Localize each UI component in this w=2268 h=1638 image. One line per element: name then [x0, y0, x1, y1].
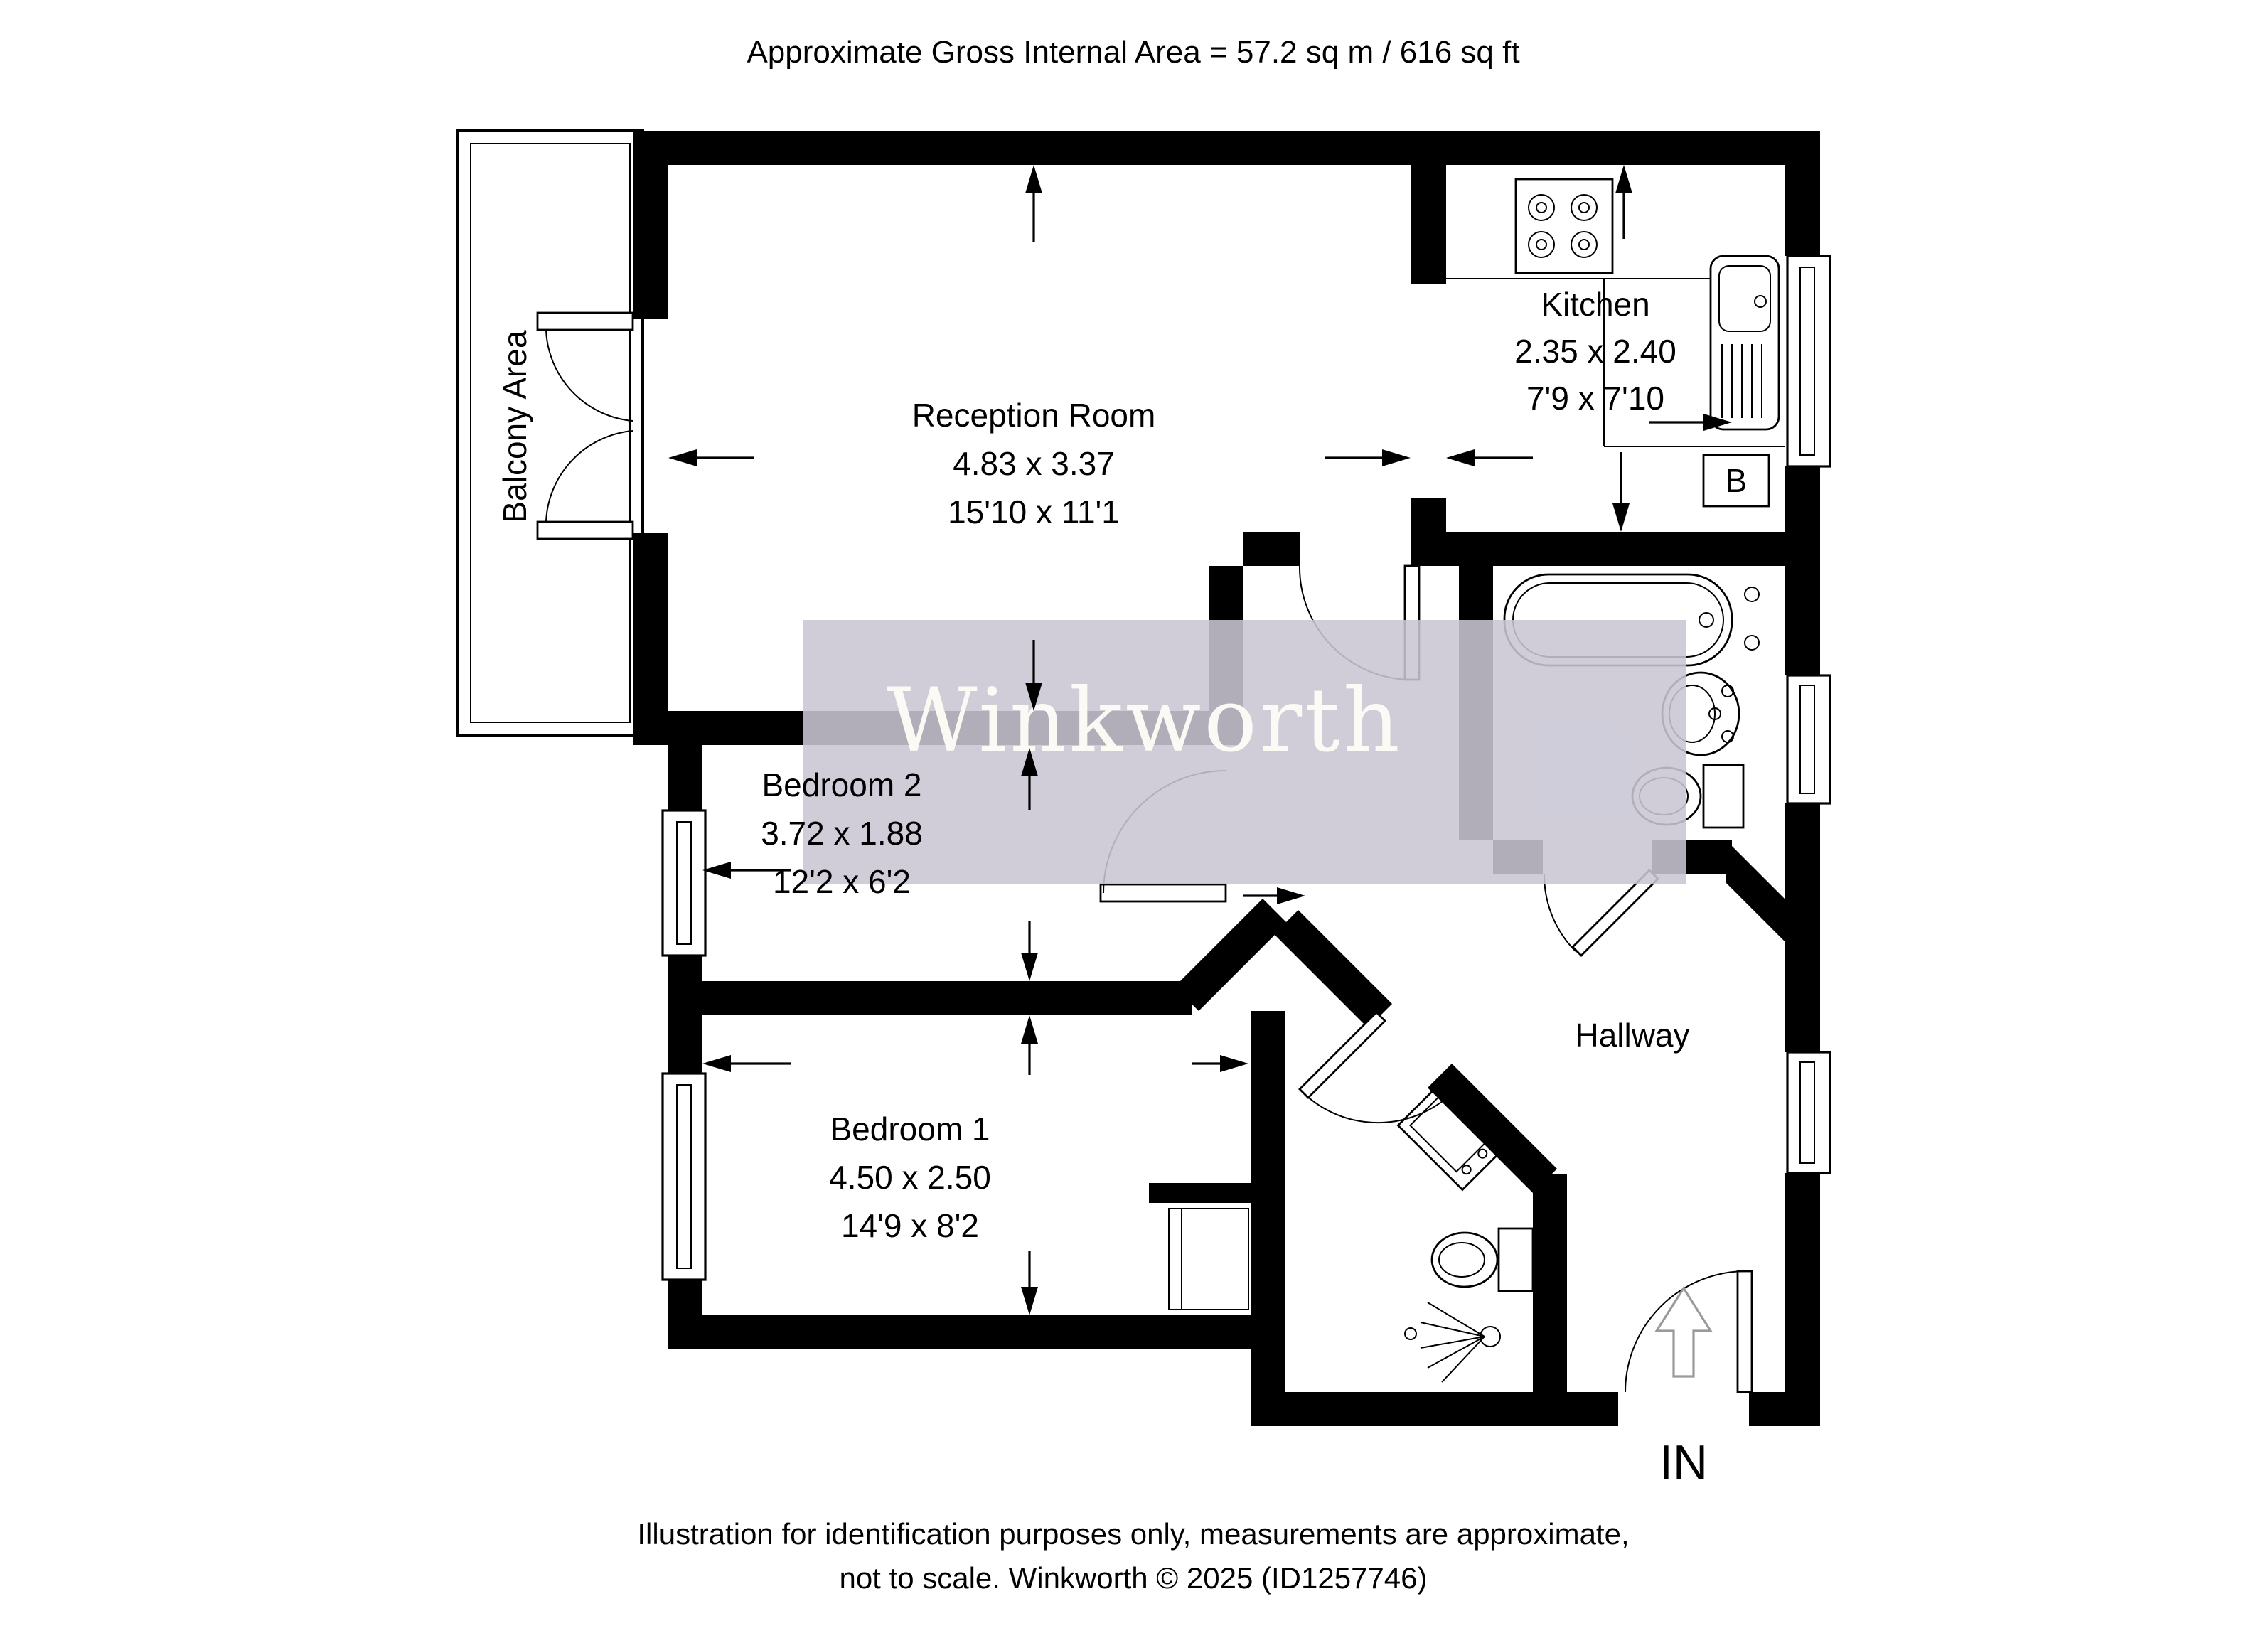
entrance: IN: [1654, 1286, 1713, 1489]
footer: Illustration for identification purposes…: [637, 1517, 1629, 1595]
reception-room-label: Reception Room 4.83 x 3.37 15'10 x 11'1: [912, 397, 1156, 530]
footer-line1: Illustration for identification purposes…: [637, 1517, 1629, 1551]
svg-text:3.72 x 1.88: 3.72 x 1.88: [761, 815, 923, 852]
shower-toilet-icon: [1430, 1227, 1534, 1292]
door-shower-room: [1298, 1011, 1455, 1124]
window-bedroom1: [661, 1072, 707, 1281]
hallway-label: Hallway: [1575, 1017, 1689, 1054]
balcony-label: Balcony Area: [496, 330, 533, 523]
svg-text:Reception Room: Reception Room: [912, 397, 1156, 434]
window-bathroom: [1786, 674, 1831, 805]
window-bedroom2: [661, 809, 707, 957]
svg-text:15'10 x 11'1: 15'10 x 11'1: [948, 493, 1120, 530]
svg-text:4.50 x 2.50: 4.50 x 2.50: [829, 1159, 991, 1196]
window-kitchen: [1786, 255, 1831, 468]
svg-text:12'2 x 6'2: 12'2 x 6'2: [773, 863, 911, 900]
kitchen-label: Kitchen 2.35 x 2.40 7'9 x 7'10: [1514, 286, 1676, 417]
counter-lines: [1446, 278, 1785, 447]
watermark-text: Winkworth: [887, 670, 1403, 772]
dimension-arrows: [668, 165, 1732, 1315]
entrance-in-label: IN: [1659, 1435, 1708, 1489]
sink-icon: [1709, 255, 1780, 431]
footer-line2: not to scale. Winkworth © 2025 (ID125774…: [839, 1561, 1427, 1595]
svg-text:2.35 x 2.40: 2.35 x 2.40: [1514, 333, 1676, 370]
gross-area-title: Approximate Gross Internal Area = 57.2 s…: [747, 35, 1519, 70]
hob-icon: [1514, 178, 1614, 274]
doors: [536, 311, 1753, 1393]
bedroom2-label: Bedroom 2 3.72 x 1.88 12'2 x 6'2: [761, 766, 923, 900]
svg-text:7'9 x 7'10: 7'9 x 7'10: [1526, 380, 1664, 417]
balcony-french-doors: [536, 311, 634, 540]
svg-text:Bedroom 2: Bedroom 2: [761, 766, 921, 803]
bedroom1-label: Bedroom 1 4.50 x 2.50 14'9 x 8'2: [829, 1110, 991, 1244]
svg-text:Kitchen: Kitchen: [1541, 286, 1649, 323]
shower-basin-icon: [1396, 1083, 1504, 1192]
svg-text:Bedroom 1: Bedroom 1: [830, 1110, 990, 1147]
closet: [1168, 1208, 1249, 1310]
boiler-badge: B: [1702, 454, 1770, 508]
windows: [661, 255, 1831, 1281]
shower-room-fixtures: [1396, 1083, 1534, 1383]
balcony-area: Balcony Area: [456, 129, 644, 737]
watermark: Winkworth: [803, 620, 1686, 884]
window-hallway: [1786, 1051, 1831, 1174]
walls: [633, 131, 1820, 1426]
shower-head-icon: [1404, 1302, 1501, 1383]
svg-text:14'9 x 8'2: 14'9 x 8'2: [841, 1207, 979, 1244]
boiler-label: B: [1726, 462, 1748, 499]
door-entrance: [1625, 1270, 1753, 1393]
kitchen-fixtures: B: [1446, 178, 1785, 508]
entrance-arrow-icon: [1654, 1286, 1713, 1378]
room-labels: Reception Room 4.83 x 3.37 15'10 x 11'1 …: [761, 286, 1689, 1244]
svg-text:4.83 x 3.37: 4.83 x 3.37: [953, 445, 1115, 482]
